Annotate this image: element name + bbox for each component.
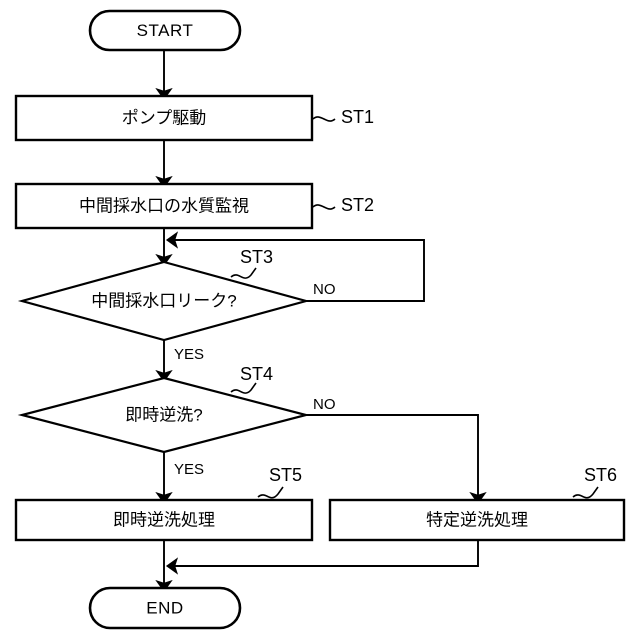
node-st1[interactable]: ポンプ駆動 [14,94,314,142]
node-start[interactable]: START [88,9,242,52]
start-shape [88,9,242,52]
st4-label: 即時逆洗? [125,405,202,424]
node-st5[interactable]: 即時逆洗処理 [14,498,314,542]
st3-no-label: NO [313,281,336,298]
node-st2[interactable]: 中間採水口の水質監視 [14,182,314,230]
node-st3[interactable]: 中間採水口リーク? [17,260,311,342]
st5-shape [14,498,314,542]
st4-step-label: ST4 [240,364,273,384]
st3-step-label: ST3 [240,247,273,267]
st4-leader-squiggle [230,382,257,394]
step-marker-st6: ST6 [572,465,617,499]
node-st4[interactable]: 即時逆洗? [17,376,311,454]
connector-layer [155,50,487,593]
step-marker-st2: ST2 [312,195,374,215]
st6-leader-squiggle [572,486,599,499]
step-marker-st3: ST3 [230,247,273,279]
connector-st3-no-loop [165,231,425,302]
st5-label: 即時逆洗処理 [113,510,215,529]
end-label: END [146,598,183,617]
st1-leader-squiggle [312,116,336,122]
st3-label: 中間採水口リーク? [91,291,236,310]
st2-shape [14,182,314,230]
st1-label: ポンプ駆動 [122,108,207,127]
start-label: START [137,21,194,40]
st5-step-label: ST5 [269,465,302,485]
st3-shape [17,260,311,342]
st2-step-label: ST2 [341,195,374,215]
step-marker-st1: ST1 [312,107,374,127]
st6-shape [328,498,626,542]
step-marker-st4: ST4 [230,364,273,394]
st2-leader-squiggle [312,204,336,210]
st5-leader-squiggle [257,486,284,499]
connector-st4-no-to-st6 [306,414,487,505]
st6-label: 特定逆洗処理 [426,510,528,529]
node-st6[interactable]: 特定逆洗処理 [328,498,626,542]
st4-shape [17,376,311,454]
node-end[interactable]: END [88,586,242,630]
st3-yes-label: YES [174,346,204,363]
st2-label: 中間採水口の水質監視 [79,196,249,215]
st1-step-label: ST1 [341,107,374,127]
st6-step-label: ST6 [584,465,617,485]
step-marker-st5: ST5 [257,465,302,499]
end-shape [88,586,242,630]
st3-leader-squiggle [230,267,257,279]
connector-st6-to-end [165,540,479,575]
st4-yes-label: YES [174,461,204,478]
st4-no-label: NO [313,396,336,413]
st1-shape [14,94,314,142]
